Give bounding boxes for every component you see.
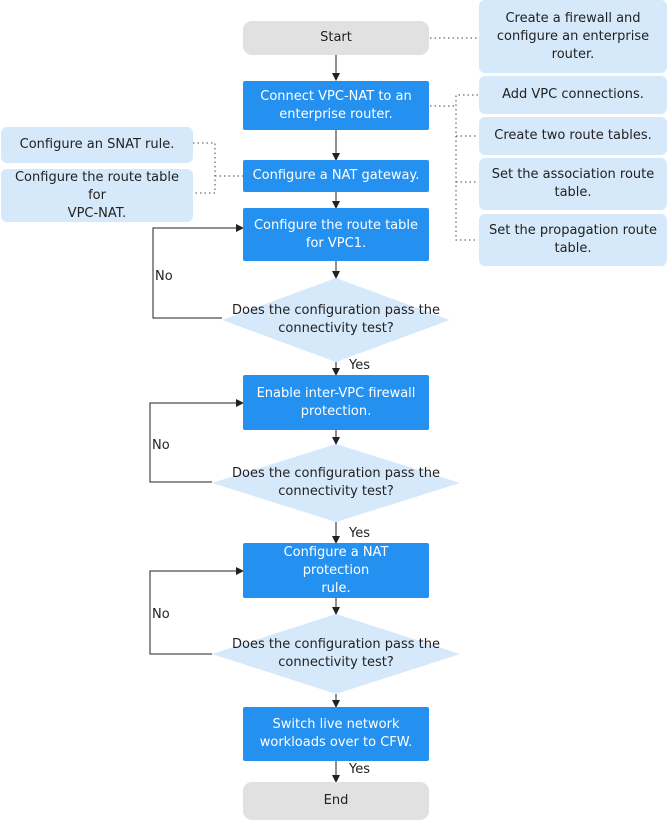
note-snat-rule: Configure an SNAT rule. (1, 127, 193, 163)
note-propagation-route-table: Set the propagation route table. (479, 214, 667, 266)
decision-diamond-3 (212, 614, 460, 694)
decision-diamond-2 (212, 444, 460, 522)
label-yes-1: Yes (349, 358, 370, 373)
label-yes-2: Yes (349, 526, 370, 541)
label-no-3: No (152, 607, 170, 622)
decision-text-3: Does the configuration pass the connecti… (232, 637, 440, 670)
note-create-route-tables: Create two route tables. (479, 117, 667, 155)
dotted-left-bus (193, 142, 216, 194)
start-terminal: Start (243, 21, 429, 55)
label-no-1: No (155, 269, 173, 284)
end-terminal: End (243, 782, 429, 820)
loop-no-3 (149, 567, 244, 655)
step-connect-vpc-nat: Connect VPC-NAT to an enterprise router. (243, 81, 429, 130)
step-route-table-vpc1: Configure the route table for VPC1. (243, 208, 429, 261)
step-inter-vpc-protection: Enable inter-VPC firewall protection. (243, 375, 429, 430)
note-create-firewall: Create a firewall and configure an enter… (479, 0, 667, 73)
loop-no-2 (149, 399, 244, 483)
step-configure-nat-gateway: Configure a NAT gateway. (243, 160, 429, 192)
step-switch-workloads: Switch live network workloads over to CF… (243, 707, 429, 761)
note-add-vpc-connections: Add VPC connections. (479, 76, 667, 114)
label-yes-3: Yes (349, 762, 370, 777)
decision-diamond-1 (222, 278, 450, 362)
dotted-bus (455, 94, 478, 241)
label-no-2: No (152, 438, 170, 453)
note-route-table-vpc-nat: Configure the route table for VPC-NAT. (1, 169, 193, 222)
note-association-route-table: Set the association route table. (479, 158, 667, 210)
loop-no-1 (152, 224, 244, 319)
step-nat-protection-rule: Configure a NAT protection rule. (243, 543, 429, 598)
decision-text-1: Does the configuration pass the connecti… (232, 303, 440, 336)
decision-text-2: Does the configuration pass the connecti… (232, 466, 440, 499)
